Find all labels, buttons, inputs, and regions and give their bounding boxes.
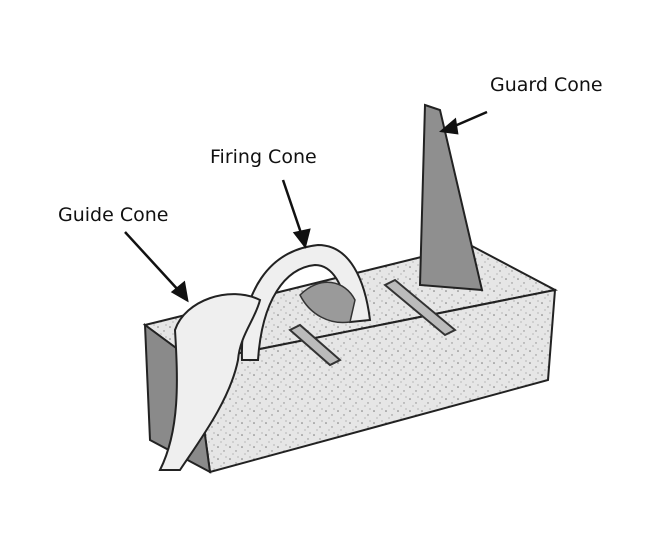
firing-cone bbox=[240, 243, 372, 361]
label-arrows bbox=[124, 110, 488, 303]
firing-cone-label: Firing Cone bbox=[210, 146, 317, 168]
guide-cone bbox=[158, 293, 262, 471]
cone-slots bbox=[288, 278, 457, 367]
guide-cone-label: Guide Cone bbox=[58, 204, 169, 226]
guard-cone-label: Guard Cone bbox=[490, 74, 603, 96]
guard-cone bbox=[418, 103, 484, 292]
firing-cone-shadow bbox=[299, 281, 356, 324]
